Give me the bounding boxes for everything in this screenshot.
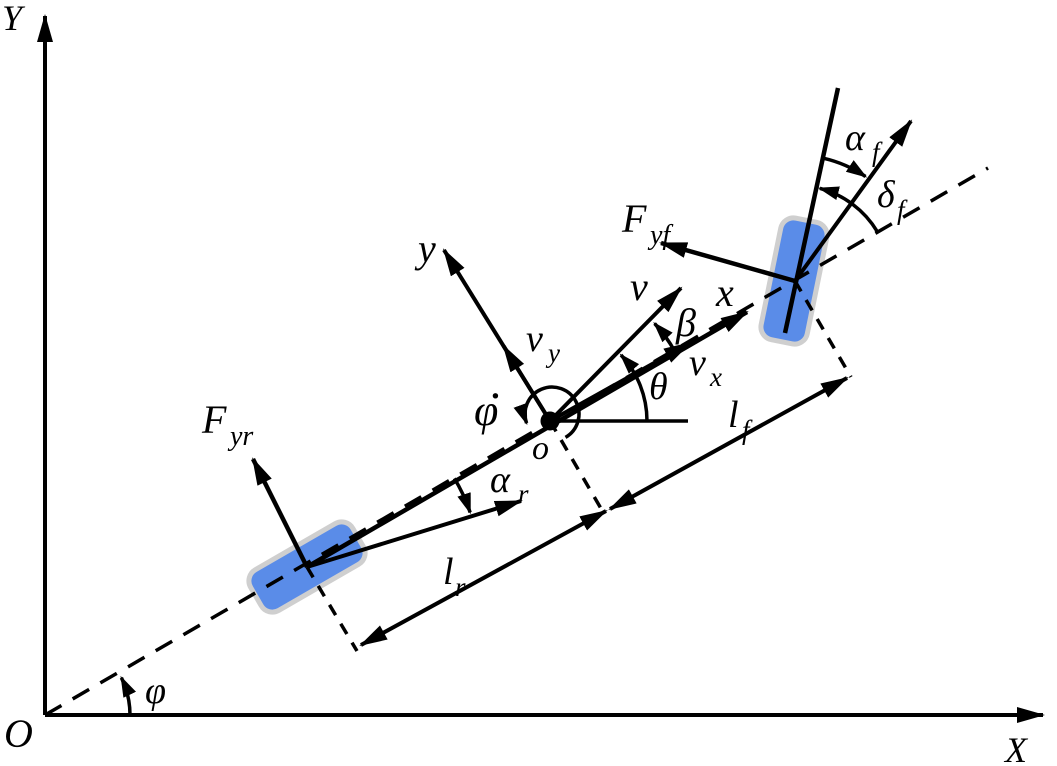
velocity-arrow	[548, 286, 683, 423]
steer-angle-label-sub: f	[897, 195, 908, 225]
vehicle-heading-dashed-line	[44, 166, 989, 717]
front-force-label: F	[621, 196, 647, 241]
front-velocity-arrow	[793, 119, 913, 283]
yaw-rate-dot: ·	[489, 370, 501, 421]
theta-label: θ	[649, 366, 668, 408]
body-frame	[305, 248, 749, 569]
vx-label: v	[689, 342, 706, 384]
steer-angle-label: δ	[877, 174, 896, 216]
vy-arrow	[501, 344, 552, 423]
lf-dimension-arrow	[608, 376, 849, 511]
lr-dimension-arrow	[359, 509, 608, 647]
vy-label-sub: y	[545, 338, 560, 368]
velocity-label: v	[630, 264, 648, 309]
body-y-axis-label: y	[414, 226, 436, 271]
front-slip-label-sub: f	[872, 137, 883, 167]
front-slip-angle-arc	[822, 156, 868, 178]
yaw-rate-arc	[513, 385, 581, 439]
lf-label-sub: f	[742, 415, 753, 445]
rear-slip-angle-arc	[452, 477, 472, 515]
front-lateral-force-arrow	[659, 240, 796, 284]
rear-force-label-sub: yr	[227, 421, 253, 452]
lr-label: l	[443, 551, 454, 593]
global-origin-label: O	[4, 711, 33, 756]
global-frame	[37, 14, 1045, 723]
labels: Y X O φ y x o φ · v β θ v y v x F yr α r…	[2, 0, 1029, 766]
front-slip-label: α	[845, 117, 866, 159]
vx-label-sub: x	[709, 362, 722, 392]
lf-label: l	[728, 394, 739, 436]
rear-lateral-force-arrow	[250, 457, 310, 569]
body-origin-label: o	[532, 430, 549, 467]
front-force-label-sub: yf	[647, 220, 673, 251]
yaw-angle-arc	[119, 675, 137, 716]
dimension-lines	[359, 376, 849, 647]
rear-force-label: F	[201, 397, 227, 442]
beta-arc	[653, 322, 677, 353]
rear-slip-label-sub: r	[518, 479, 529, 509]
front-wheel-vectors	[659, 87, 913, 378]
rear-perpendicular-dashed	[305, 566, 359, 652]
steer-angle-arc	[817, 186, 879, 233]
beta-label: β	[675, 300, 696, 345]
global-x-axis-label: X	[1003, 730, 1029, 766]
front-wheel-heading-line	[782, 87, 841, 334]
rear-slip-label: α	[490, 459, 511, 501]
vx-arrow	[549, 341, 692, 423]
lr-label-sub: r	[455, 572, 466, 602]
cg-perpendicular-dashed	[548, 420, 605, 513]
theta-arc	[619, 353, 649, 422]
vy-label: v	[526, 318, 543, 360]
yaw-angle-label: φ	[145, 670, 166, 712]
front-perpendicular-dashed	[793, 280, 853, 378]
body-x-axis-label: x	[715, 270, 734, 315]
yaw-rate-label: φ	[474, 386, 498, 435]
global-y-axis-label: Y	[2, 0, 26, 38]
